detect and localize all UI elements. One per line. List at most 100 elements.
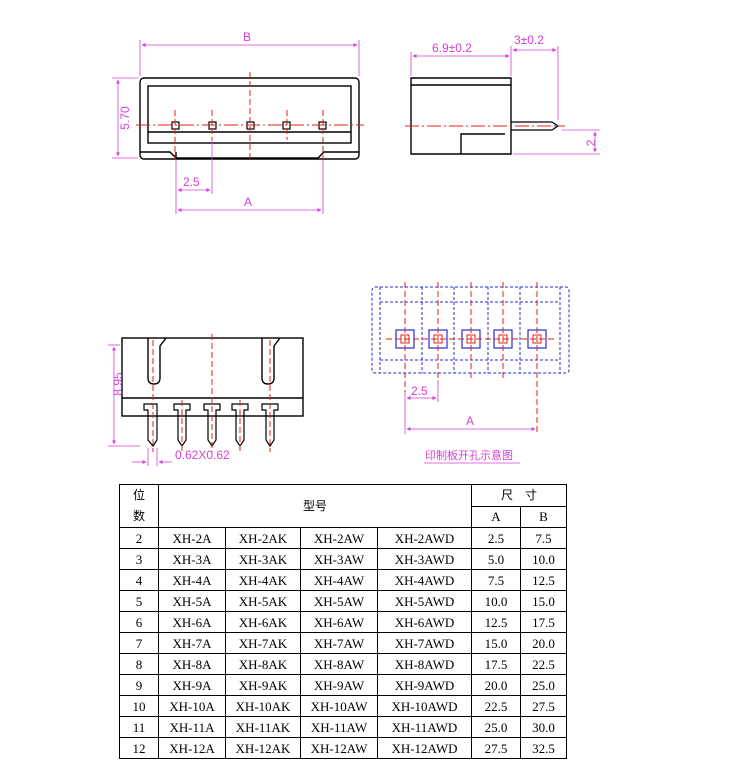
top-view-centerlines	[136, 72, 364, 162]
table-cell: 20.0	[520, 632, 567, 654]
table-cell: 30.0	[520, 716, 567, 738]
table-cell: XH-3A	[158, 548, 226, 570]
dim-label-pin-size: 0.62X0.62	[175, 448, 230, 462]
table-cell: XH-2AWD	[377, 527, 472, 549]
table-cell: 4	[119, 569, 159, 591]
table-cell: 27.5	[471, 737, 521, 759]
table-cell: XH-12AW	[300, 737, 378, 759]
table-cell: 10.0	[520, 548, 567, 570]
connector-drawing: B 5.70 2.5 A 6.9±0.2 3±0.2 2	[108, 30, 600, 466]
table-cell: 15.0	[471, 632, 521, 654]
head-b: B	[520, 505, 567, 528]
table-cell: 9	[119, 674, 159, 696]
table-cell: 10.0	[471, 590, 521, 612]
table-cell: 15.0	[520, 590, 567, 612]
table-cell: XH-10AK	[225, 695, 301, 717]
table-cell: XH-7A	[158, 632, 226, 654]
side-view	[410, 77, 512, 155]
front-view-centerlines	[152, 334, 271, 452]
table-cell: XH-12AK	[225, 737, 301, 759]
table-cell: XH-5AWD	[377, 590, 472, 612]
front-view-dimensions	[108, 344, 172, 466]
dim-label-pin-length: 3±0.2	[514, 33, 544, 47]
table-cell: XH-5AW	[300, 590, 378, 612]
table-cell: 7.5	[471, 569, 521, 591]
table-cell: 27.5	[520, 695, 567, 717]
dim-label-b: B	[243, 30, 251, 44]
table-cell: 7.5	[520, 527, 567, 549]
table-cell: 2	[119, 527, 159, 549]
table-cell: XH-5A	[158, 590, 226, 612]
head-positions-line1: 位	[132, 488, 145, 502]
table-cell: 25.0	[471, 716, 521, 738]
head-positions-line2: 数	[132, 509, 145, 523]
side-view-pin	[511, 121, 560, 131]
table-cell: 12	[119, 737, 159, 759]
table-cell: XH-9AK	[225, 674, 301, 696]
table-cell: XH-4AWD	[377, 569, 472, 591]
table-cell: XH-2AW	[300, 527, 378, 549]
table-cell: XH-11A	[158, 716, 226, 738]
table-cell: XH-3AW	[300, 548, 378, 570]
table-cell: XH-6AW	[300, 611, 378, 633]
table-cell: XH-6AWD	[377, 611, 472, 633]
table-cell: XH-7AW	[300, 632, 378, 654]
table-cell: XH-6A	[158, 611, 226, 633]
head-positions: 位 数	[119, 484, 159, 528]
pcb-dimensions	[404, 380, 536, 434]
table-cell: 22.5	[520, 653, 567, 675]
table-cell: XH-5AK	[225, 590, 301, 612]
dim-label-pin-offset: 2	[584, 139, 598, 146]
pcb-caption: 印制板开孔示意图	[425, 448, 513, 462]
table-header-row: 位 数 型号 尺 寸	[119, 484, 567, 528]
table-cell: XH-12AWD	[377, 737, 472, 759]
table-cell: 2.5	[471, 527, 521, 549]
pcb-outline	[371, 286, 570, 374]
dim-label-pitch-top: 2.5	[183, 175, 200, 189]
table-cell: XH-8AWD	[377, 653, 472, 675]
table-cell: XH-9AWD	[377, 674, 472, 696]
front-view-pins	[143, 403, 279, 448]
table-cell: XH-4A	[158, 569, 226, 591]
head-model: 型号	[158, 484, 472, 528]
table-subheader-row: A B	[120, 505, 567, 528]
table-cell: XH-4AK	[225, 569, 301, 591]
table-cell: XH-2A	[158, 527, 226, 549]
table-cell: 10	[119, 695, 159, 717]
dim-label-a-top: A	[244, 195, 252, 209]
table-cell: XH-3AWD	[377, 548, 472, 570]
table-cell: XH-11AWD	[377, 716, 472, 738]
table-cell: 6	[119, 611, 159, 633]
side-view-dimensions	[410, 46, 600, 155]
table-cell: 17.5	[520, 611, 567, 633]
pcb-centerlines	[386, 282, 556, 432]
table-cell: 22.5	[471, 695, 521, 717]
table-cell: 12.5	[520, 569, 567, 591]
dim-label-a-pcb: A	[466, 414, 474, 428]
table-cell: 20.0	[471, 674, 521, 696]
table-cell: 32.5	[520, 737, 567, 759]
table-cell: XH-4AW	[300, 569, 378, 591]
table-cell: XH-12A	[158, 737, 226, 759]
table-cell: XH-8AW	[300, 653, 378, 675]
dim-label-pitch-pcb: 2.5	[411, 384, 428, 398]
table-cell: XH-7AK	[225, 632, 301, 654]
table-cell: XH-9AW	[300, 674, 378, 696]
table-cell: XH-8AK	[225, 653, 301, 675]
table-cell: XH-10A	[158, 695, 226, 717]
table-cell: 25.0	[520, 674, 567, 696]
dim-label-height-front: 8.95	[111, 372, 125, 396]
